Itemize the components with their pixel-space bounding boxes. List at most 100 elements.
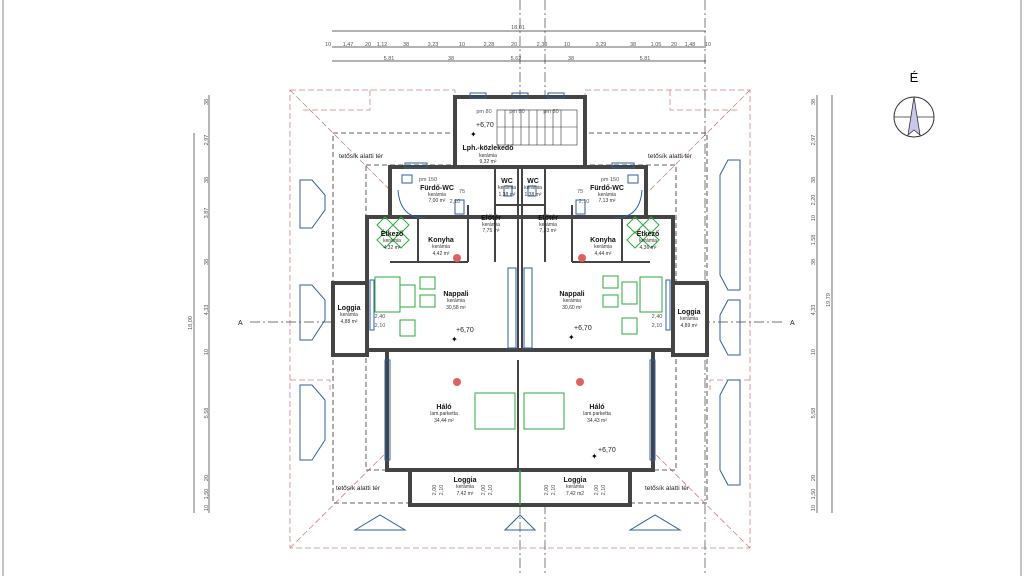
- label-text: 1,38 m²: [525, 192, 542, 198]
- label-text: kerámia: [479, 153, 497, 159]
- label-text: 10: [811, 505, 817, 511]
- label-text: 2,30: [537, 42, 548, 48]
- label-text: Előtér: [481, 215, 501, 222]
- label-text: 1,50: [204, 489, 210, 500]
- label-text: kerámia: [539, 222, 557, 228]
- label-text: 4,42 m²: [433, 251, 450, 257]
- label-text: 2,00: [432, 485, 438, 496]
- label-text: pm 150: [419, 177, 437, 183]
- label-text: 7,13 m²: [599, 198, 616, 204]
- label-text: Fürdő-WC: [420, 185, 454, 192]
- label-text: kerámia: [428, 192, 446, 198]
- label-text: 3,23: [428, 42, 439, 48]
- label-text: 4,44 m²: [595, 251, 612, 257]
- label-text: kerámia: [566, 484, 584, 490]
- label-text: Loggia: [338, 305, 361, 312]
- label-text: pm 80: [476, 109, 491, 115]
- level-mark: +6,70: [574, 325, 592, 332]
- label-text: 30,60 m²: [562, 305, 582, 311]
- north-label: É: [910, 70, 919, 85]
- label-text: 2,20: [811, 195, 817, 206]
- label-text: 7,83 m²: [540, 228, 557, 234]
- label-text: 1,58: [811, 235, 817, 246]
- label-text: Nappali: [559, 291, 584, 298]
- level-mark: +6,70: [456, 327, 474, 334]
- label-text: 38: [811, 99, 817, 105]
- label-text: 10: [204, 505, 210, 511]
- label-text: lam.parketta: [430, 411, 458, 417]
- section-mark-right: A: [790, 320, 795, 327]
- label-text: 2,10: [488, 485, 494, 496]
- label-text: 38: [568, 56, 574, 62]
- sanitary-fixtures: [397, 174, 643, 219]
- label-text: 4,32 m²: [384, 245, 401, 251]
- label-text: 5,81: [384, 56, 395, 62]
- label-text: kerámia: [563, 298, 581, 304]
- level-marker-icon: ✦: [470, 130, 477, 139]
- label-text: 2,97: [811, 135, 817, 146]
- label-text: 7,00 m²: [429, 198, 446, 204]
- label-text: 5,81: [640, 56, 651, 62]
- label-text: 20: [365, 42, 371, 48]
- label-text: kerámia: [340, 312, 358, 318]
- label-text: 2,10: [375, 323, 386, 329]
- label-text: 2,10: [579, 199, 590, 205]
- label-text: kerámia: [524, 185, 542, 191]
- label-text: kerámia: [594, 244, 612, 250]
- label-text: 4,33: [204, 305, 210, 316]
- windows: [299, 92, 741, 531]
- label-text: 7,42 m²: [457, 491, 474, 497]
- label-text: Loggia: [454, 477, 477, 484]
- label-text: 2,28: [484, 42, 495, 48]
- label-text: lam.parketta: [583, 411, 611, 417]
- label-text: 38: [630, 42, 636, 48]
- walls: [331, 95, 709, 507]
- label-text: 2,10: [652, 323, 663, 329]
- label-text: Lph.-közlekedő: [463, 145, 514, 152]
- label-text: Konyha: [590, 237, 616, 244]
- label-text: 2,10: [601, 485, 607, 496]
- label-text: 10: [204, 349, 210, 355]
- label-text: 19,79: [826, 293, 832, 307]
- right-dimensions: 19,79 38 2,97 38 2,20 10 1,58 38 4,33 10…: [811, 95, 833, 513]
- label-text: Konyha: [428, 237, 454, 244]
- label-text: kerámia: [680, 316, 698, 322]
- left-dimensions: 18,00 38 2,97 38 3,87 38 4,33 10 5,58 20…: [188, 95, 210, 513]
- label-text: 2,40: [652, 314, 663, 320]
- furniture: [374, 216, 663, 430]
- label-text: kerámia: [456, 484, 474, 490]
- label-text: 20: [511, 42, 517, 48]
- label-text: Háló: [436, 404, 451, 411]
- label-text: 20: [204, 475, 210, 481]
- label-text: 10: [459, 42, 465, 48]
- top-dimensions: 18,01 10 1,47 20 1,12 38 3,23 10 2,28 20…: [325, 25, 711, 62]
- label-text: 4,36 m²: [640, 245, 657, 251]
- label-text: 1,50: [811, 489, 817, 500]
- label-text: 1,05: [651, 42, 662, 48]
- label-text: 7,42 m2: [566, 491, 584, 497]
- label-text: Nappali: [443, 291, 468, 298]
- label-text: 10: [705, 42, 711, 48]
- level-marker-icon: ✦: [591, 452, 598, 461]
- label-text: Étkező: [381, 229, 404, 238]
- label-text: 2,10: [450, 199, 461, 205]
- label-text: 20: [811, 475, 817, 481]
- label-text: 3,29: [596, 42, 607, 48]
- label-text: 2,40: [375, 314, 386, 320]
- label-text: 9,32 m²: [480, 159, 497, 165]
